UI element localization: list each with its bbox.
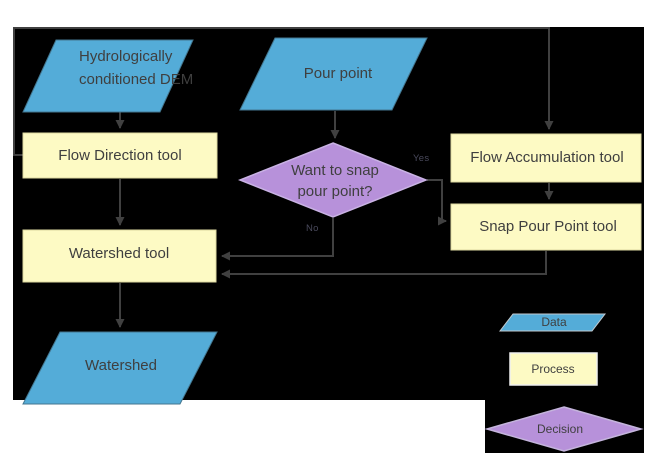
watershed-tool-box [22,229,217,283]
decision-diamond [237,142,429,218]
decision-label: Want to snap pour point? [291,162,379,200]
legend-data-parallelogram [498,313,607,332]
legend-data-label: Data [541,315,567,329]
legend-decision-diamond [484,406,644,452]
snap-pour-point-box [450,203,642,251]
legend-process-label: Process [531,362,575,376]
flow-accumulation-label: Flow Accumulation tool [470,149,624,166]
flow-accumulation-box [450,133,642,183]
legend-decision-label: Decision [536,422,584,436]
flow-direction-box [22,132,218,179]
edge-flow-direction-to-flow-accumulation [13,27,554,156]
dem-label: Hydrologically conditioned DEM [79,48,194,88]
dem-parallelogram [22,39,194,113]
edge-label-no: No [306,223,319,234]
flow-direction-label: Flow Direction tool [58,147,182,164]
pour-point-parallelogram [239,37,428,111]
watershed-tool-label: Watershed tool [68,245,170,262]
pour-point-label: Pour point [303,65,373,82]
edge-decision-yes-to-snap-pour-point [427,179,447,226]
watershed-parallelogram [22,331,218,405]
snap-pour-point-label: Snap Pour Point tool [479,218,617,235]
edge-snap-pour-point-to-watershed-tool [221,251,547,279]
edge-decision-no-to-watershed-tool [221,218,334,261]
edge-label-yes: Yes [413,153,430,164]
legend-process-box [509,352,598,386]
watershed-label: Watershed [85,357,157,374]
